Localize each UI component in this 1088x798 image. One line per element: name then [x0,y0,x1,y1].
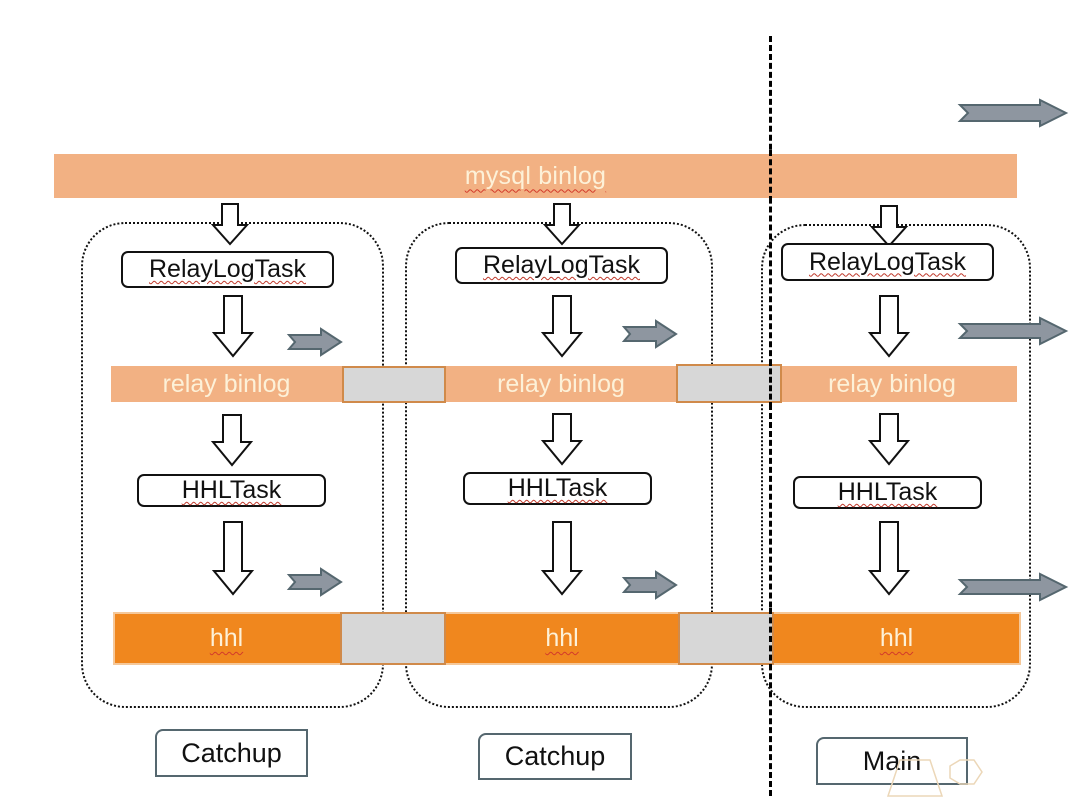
down-arrow-icon [211,521,255,596]
hhl-task-box: HHLTask [793,476,982,509]
relay-binlog-band [111,366,1017,402]
catchup-main-divider [769,36,773,796]
hhl-task-label: HHLTask [837,478,938,506]
progress-arrow-icon [286,327,343,357]
down-arrow-icon [540,295,584,358]
down-arrow-icon [869,205,909,248]
hhl-label: hhl [209,624,244,652]
relay-gap-block [342,366,446,403]
down-arrow-icon [540,521,584,596]
progress-arrow-icon [286,567,343,597]
progress-arrow-icon [621,570,678,600]
relay-binlog-label: relay binlog [162,369,291,398]
divider-overlay [769,150,773,202]
relay-binlog-label: relay binlog [497,369,625,398]
stage-label-catchup-2: Catchup [478,733,632,780]
relay-log-task-box: RelayLogTask [121,251,334,288]
progress-arrow-icon [621,319,678,349]
down-arrow-icon [540,413,584,466]
stage-label-text: Catchup [504,741,606,771]
down-arrow-icon [542,203,582,246]
down-arrow-icon [867,521,911,596]
hhl-gap-block [340,612,446,665]
hhl-task-box: HHLTask [463,472,652,505]
down-arrow-icon [211,295,255,358]
stage-label-text: Catchup [181,737,282,768]
progress-arrow-icon [957,572,1069,602]
down-arrow-icon [867,413,911,466]
hhl-segment: hhl [446,612,678,665]
down-arrow-icon [210,414,254,467]
relay-log-task-label: RelayLogTask [808,247,967,276]
relay-binlog-segment: relay binlog [111,366,342,402]
hhl-label: hhl [879,624,914,652]
hhl-task-label: HHLTask [181,476,282,504]
hhl-segment: hhl [774,612,1019,665]
progress-arrow-icon [957,316,1069,346]
progress-arrow-icon [957,98,1069,128]
relay-binlog-segment: relay binlog [446,366,676,402]
mysql-binlog-band: mysql binlog [54,154,1017,198]
down-arrow-icon [867,295,911,358]
hhl-task-box: HHLTask [137,474,326,507]
mysql-binlog-label: mysql binlog [464,161,607,190]
divider-overlay [769,360,773,408]
divider-overlay [769,608,773,670]
watermark-logo-icon [886,759,983,797]
hhl-segment: hhl [113,612,340,665]
relay-gap-block [676,364,782,403]
hhl-label: hhl [545,624,579,652]
stage-label-main: Main [816,737,968,785]
hhl-task-label: HHLTask [507,474,608,502]
relay-binlog-label: relay binlog [828,369,956,398]
relay-log-task-label: RelayLogTask [148,255,307,283]
stage-label-catchup-1: Catchup [155,729,308,777]
relay-log-task-label: RelayLogTask [482,251,641,279]
relay-log-task-box: RelayLogTask [781,243,994,281]
relay-binlog-segment: relay binlog [782,366,1002,402]
hhl-gap-block [678,612,774,665]
hhl-band [113,612,1021,665]
down-arrow-icon [210,203,250,246]
relay-log-task-box: RelayLogTask [455,247,668,284]
